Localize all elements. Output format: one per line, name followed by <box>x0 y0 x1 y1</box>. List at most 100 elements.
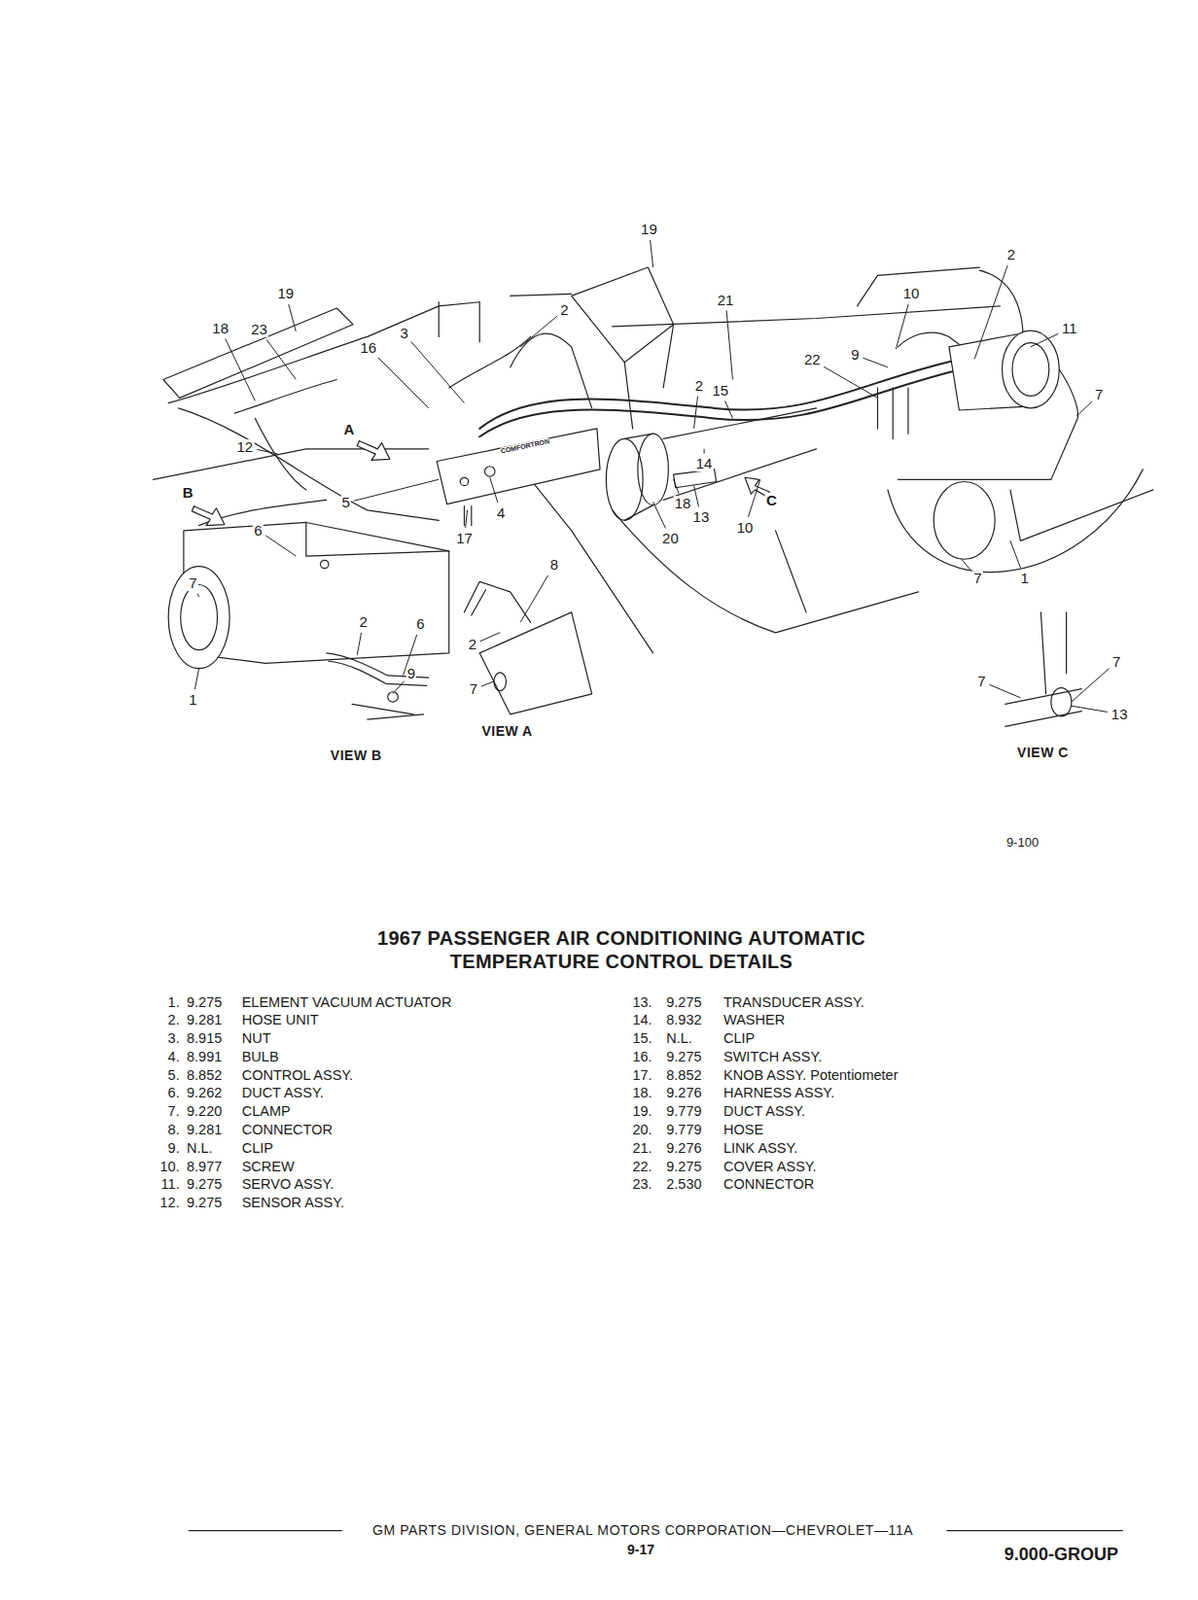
floor-line <box>1010 490 1154 541</box>
footer-rule <box>188 1530 342 1532</box>
group-code: 8.991 <box>186 1050 222 1065</box>
leader-line <box>1076 401 1093 417</box>
leader-line <box>862 357 888 368</box>
item-number: 19. <box>632 1105 652 1121</box>
callout-number: 2 <box>559 302 569 318</box>
group-code: 9.779 <box>666 1105 702 1121</box>
figure-number: 9-100 <box>1006 836 1039 850</box>
harness <box>479 356 970 428</box>
leader-line <box>694 486 700 508</box>
hose <box>624 408 816 521</box>
group-code: N.L. <box>186 1141 213 1157</box>
callout-number: 3 <box>398 325 409 342</box>
group-code: 9.262 <box>186 1087 222 1102</box>
item-number: 23. <box>632 1178 652 1194</box>
control-panel <box>436 428 600 505</box>
group-code: 9.275 <box>666 995 702 1011</box>
part-name: NUT <box>242 1032 272 1048</box>
group-code: N.L. <box>666 1032 693 1048</box>
harness <box>877 387 908 439</box>
leader-line <box>225 338 256 401</box>
group-code: 9.275 <box>666 1050 702 1065</box>
leader-line <box>653 501 667 529</box>
callout-number: 15 <box>711 383 731 399</box>
view-a-sketch <box>463 581 592 714</box>
leader-line <box>520 316 558 348</box>
callout-number: 17 <box>455 530 474 547</box>
callout-number: 11 <box>1060 320 1079 337</box>
item-number: 6. <box>168 1087 180 1102</box>
callout-number: 1 <box>187 692 198 708</box>
part-name: CLIP <box>242 1141 274 1157</box>
callout-number: 4 <box>495 505 506 522</box>
control-knob <box>459 477 468 486</box>
part-name: WASHER <box>723 1014 785 1029</box>
callout-number: 6 <box>252 523 263 539</box>
callout-number: 8 <box>549 557 560 573</box>
leader-line <box>823 366 878 398</box>
view-label: VIEW A <box>481 724 532 740</box>
callout-number: 7 <box>972 570 983 587</box>
part-name: KNOB ASSY. Potentiometer <box>723 1068 898 1084</box>
callout-number: 2 <box>694 378 705 394</box>
part-name: ELEMENT VACUUM ACTUATOR <box>242 995 453 1011</box>
item-number: 21. <box>632 1141 652 1157</box>
group-number: 9.000-GROUP <box>1004 1546 1119 1565</box>
item-number: 13. <box>632 995 652 1011</box>
part-name: CLIP <box>723 1032 755 1048</box>
group-code: 9.779 <box>666 1123 702 1138</box>
part-name: CONTROL ASSY. <box>242 1068 353 1084</box>
part-name: SERVO ASSY. <box>242 1178 335 1194</box>
part-name: SCREW <box>242 1160 295 1175</box>
page-title: 1967 PASSENGER AIR CONDITIONING AUTOMATI… <box>310 926 933 974</box>
view-b-sketch <box>352 704 423 720</box>
leader-line <box>1071 705 1108 712</box>
leader-line <box>704 449 705 455</box>
part-name: CONNECTOR <box>242 1123 333 1138</box>
servo-drum <box>1002 330 1060 409</box>
part-name: DUCT ASSY. <box>723 1105 806 1121</box>
callout-number: 23 <box>249 321 269 338</box>
group-code: 9.275 <box>666 1160 702 1175</box>
leader-line <box>974 265 1008 359</box>
callout-number: 2 <box>357 614 368 631</box>
firewall-line <box>612 306 1001 327</box>
callout-number: 18 <box>673 496 693 513</box>
item-number: 9. <box>168 1141 180 1157</box>
item-number: 4. <box>168 1050 180 1065</box>
callout-number: 18 <box>211 320 230 337</box>
vacuum-actuator <box>168 566 230 670</box>
callout-number: 20 <box>661 530 680 547</box>
page-number: 9-17 <box>627 1543 655 1558</box>
leader-line <box>694 396 699 429</box>
callout-number: 10 <box>902 285 921 302</box>
mount-hole <box>320 560 329 568</box>
view-letter: B <box>181 485 195 501</box>
leader-line <box>197 594 199 598</box>
clamp <box>493 672 507 692</box>
control-knob <box>484 466 494 477</box>
duct-outline <box>571 267 674 363</box>
knob-shaft <box>463 506 471 527</box>
tunnel-line <box>530 479 654 653</box>
view-b-sketch <box>328 661 427 686</box>
leader-line <box>265 535 296 557</box>
item-number: 11. <box>161 1178 180 1194</box>
part-name: SWITCH ASSY. <box>723 1050 822 1065</box>
view-label: VIEW B <box>330 747 383 763</box>
group-code: 9.275 <box>186 1197 222 1212</box>
leader-line <box>480 633 500 642</box>
duct-box <box>306 522 450 557</box>
leader-line <box>650 240 654 268</box>
view-c-sketch <box>1005 612 1083 728</box>
callout-number: 22 <box>803 352 822 369</box>
dash-edge <box>178 408 440 521</box>
callout-number: 7 <box>468 682 479 699</box>
leader-line <box>961 559 972 570</box>
leader-line <box>353 479 439 501</box>
item-number: 15. <box>632 1032 652 1048</box>
part-name: DUCT ASSY. <box>242 1087 324 1102</box>
callout-number: 1 <box>1019 570 1029 587</box>
callout-number: 14 <box>695 457 714 473</box>
